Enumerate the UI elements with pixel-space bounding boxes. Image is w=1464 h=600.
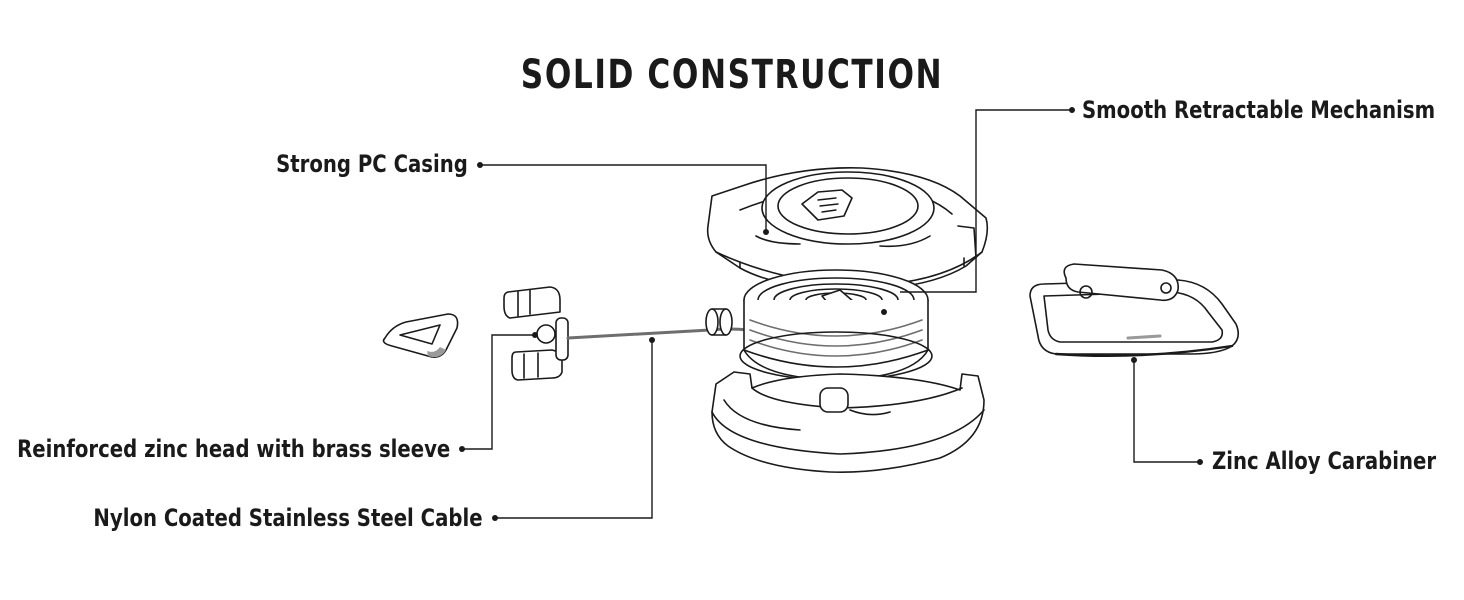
leader-mechanism (900, 109, 1072, 293)
zinc-head-part (503, 286, 569, 381)
callout-zinc-head-label: Reinforced zinc head with brass sleeve (16, 435, 450, 463)
callout-mechanism-label: Smooth Retractable Mechanism (1082, 96, 1436, 124)
leader-casing (480, 164, 767, 232)
cable-stopper-part (705, 308, 733, 336)
steel-cable-part (566, 327, 750, 340)
callout-leader-lines (462, 109, 1200, 519)
leader-carabiner (1133, 358, 1200, 463)
pc-casing-top-part (706, 167, 989, 291)
callout-casing-label: Strong PC Casing (276, 150, 468, 178)
callout-carabiner-label: Zinc Alloy Carabiner (1212, 447, 1437, 475)
diagram-title: SOLID CONSTRUCTION (520, 52, 944, 98)
leader-cable (495, 338, 653, 519)
pc-casing-bottom-part (711, 371, 985, 474)
callout-cable-label: Nylon Coated Stainless Steel Cable (93, 504, 483, 532)
triangle-link-part (382, 313, 459, 358)
retractable-mechanism-part (739, 269, 933, 381)
callout-dots (459, 107, 1203, 521)
carabiner-part (1029, 263, 1240, 357)
leader-zinc-head (462, 334, 535, 450)
